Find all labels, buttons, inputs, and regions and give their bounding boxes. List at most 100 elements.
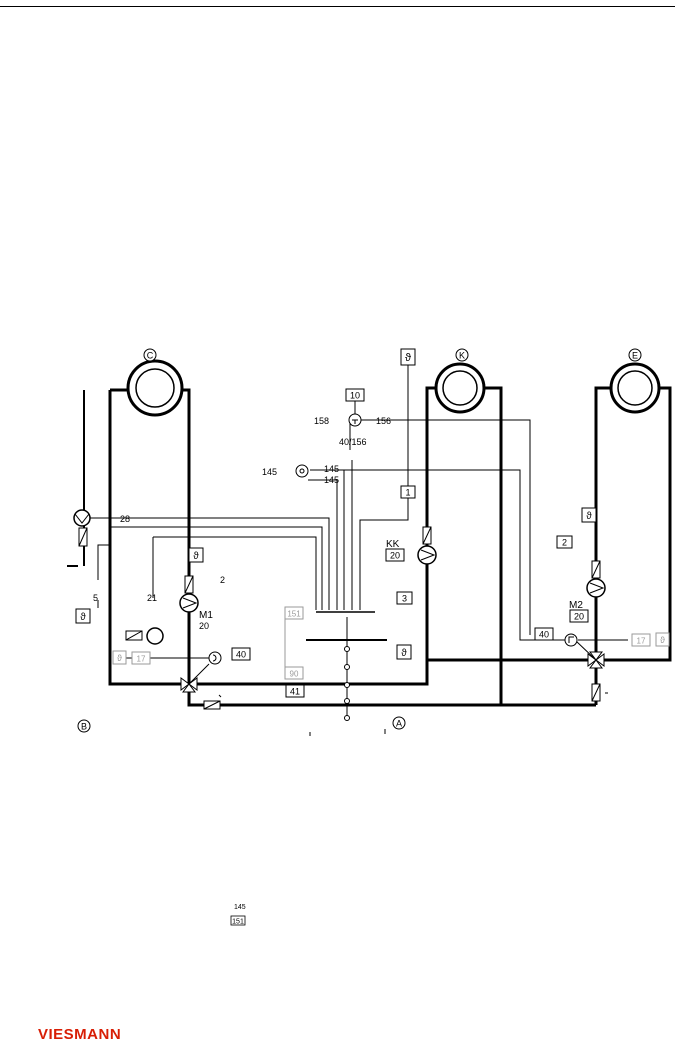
module-icon — [348, 413, 362, 427]
pipe-main-return — [187, 690, 596, 707]
svg-text:1: 1 — [405, 488, 410, 498]
label-5: 5 — [93, 593, 98, 603]
box-1: 1 — [400, 485, 416, 499]
label-m1: M1 — [199, 610, 213, 621]
control-unit — [316, 611, 375, 721]
box-10: 10 — [345, 388, 365, 402]
mixing-valve-m1-icon — [180, 663, 210, 693]
label-28: 28 — [120, 514, 130, 524]
marker-k: K — [455, 348, 469, 362]
temperature-sensor-gray-icon: ϑ — [655, 632, 670, 647]
radiator-c — [126, 359, 184, 417]
pump-small-icon — [125, 627, 164, 645]
label-145-mid: 145 — [324, 464, 339, 474]
control-lines — [82, 365, 628, 720]
svg-text:3: 3 — [402, 594, 407, 604]
svg-text:20: 20 — [390, 551, 400, 561]
svg-text:B: B — [81, 722, 87, 732]
label-kk: KK — [386, 539, 400, 550]
label-21: 21 — [147, 593, 157, 603]
svg-text:151: 151 — [287, 610, 301, 619]
marker-a: A — [392, 716, 406, 730]
marker-c: C — [143, 348, 157, 362]
svg-text:ϑ: ϑ — [586, 511, 592, 522]
thick-pipes — [67, 386, 672, 707]
pump-m2-icon — [586, 578, 606, 598]
check-valve-m2-icon — [591, 560, 601, 579]
check-valve-icon — [78, 527, 88, 547]
svg-text:40: 40 — [236, 650, 246, 660]
temperature-sensor-icon: ϑ — [400, 348, 416, 366]
pump-m1-icon — [179, 593, 199, 613]
box-2: 2 — [556, 535, 573, 549]
tick-marks — [218, 692, 608, 736]
gray-lines — [284, 611, 303, 674]
actuator-icon — [564, 633, 578, 647]
pump-icon — [73, 509, 91, 527]
temperature-sensor-gray-icon: ϑ — [112, 650, 127, 665]
label-158: 158 — [314, 416, 329, 426]
svg-text:41: 41 — [290, 687, 300, 697]
top-rule — [0, 6, 675, 7]
svg-text:20: 20 — [574, 612, 584, 622]
svg-text:A: A — [396, 719, 402, 729]
svg-text:ϑ: ϑ — [117, 653, 122, 663]
box-40-left: 40 — [231, 647, 251, 661]
temperature-sensor-icon: ϑ — [396, 644, 412, 660]
box-151: 151 — [284, 606, 304, 620]
box-41: 41 — [285, 684, 305, 698]
clock-icon — [208, 651, 222, 665]
svg-text:40: 40 — [539, 630, 549, 640]
pipe-circuit-e-right — [604, 386, 672, 662]
svg-text:E: E — [632, 351, 638, 361]
mixing-valve-m2-icon — [575, 640, 605, 669]
label-m1-20: 20 — [199, 621, 209, 631]
svg-text:ϑ: ϑ — [405, 352, 411, 364]
pump-kk-icon — [417, 545, 437, 565]
svg-text:17: 17 — [637, 637, 646, 646]
marker-b: B — [77, 719, 91, 733]
svg-text:ϑ: ϑ — [193, 551, 199, 562]
temperature-sensor-icon: ϑ — [581, 507, 597, 523]
legend-145: 145 — [234, 904, 246, 911]
radiator-k — [434, 362, 486, 414]
svg-text:K: K — [459, 351, 465, 361]
marker-e: E — [628, 348, 642, 362]
radiator-e — [609, 362, 661, 414]
pipe-circuit-c-left — [108, 388, 181, 686]
box-17-right: 17 — [631, 633, 651, 647]
label-40-156: 40/156 — [339, 437, 367, 447]
svg-text:ϑ: ϑ — [80, 612, 86, 623]
remote-control-icon — [295, 464, 309, 478]
label-145-left: 145 — [262, 467, 277, 477]
check-valve-horizontal-icon — [203, 700, 221, 710]
viessmann-logo: VIESMANN — [38, 1026, 122, 1043]
svg-text:ϑ: ϑ — [660, 635, 665, 645]
temperature-sensor-icon: ϑ — [75, 608, 91, 624]
pipe-circuit-k-right — [480, 386, 503, 705]
temperature-sensor-icon: ϑ — [188, 547, 204, 563]
box-90: 90 — [284, 666, 304, 680]
label-2: 2 — [220, 575, 225, 585]
box-3: 3 — [396, 591, 413, 605]
box-40-right: 40 — [534, 627, 554, 641]
check-valve-kk-icon — [422, 526, 432, 545]
svg-text:10: 10 — [350, 391, 360, 401]
box-kk-20: 20 — [385, 548, 405, 562]
box-17-left: 17 — [131, 651, 151, 665]
svg-text:90: 90 — [290, 670, 299, 679]
svg-text:ϑ: ϑ — [401, 648, 407, 659]
check-valve-m1-icon — [184, 575, 194, 594]
pipe-circuit-e-left — [594, 386, 616, 705]
legend-151-box: 151 — [230, 915, 246, 926]
label-156: 156 — [376, 416, 391, 426]
svg-text:C: C — [147, 351, 154, 361]
label-m2: M2 — [569, 600, 583, 611]
check-valve-return-icon — [591, 683, 601, 702]
svg-text:17: 17 — [137, 655, 146, 664]
box-m2-20: 20 — [569, 609, 589, 623]
svg-text:151: 151 — [232, 919, 244, 926]
label-145-low: 145 — [324, 475, 339, 485]
